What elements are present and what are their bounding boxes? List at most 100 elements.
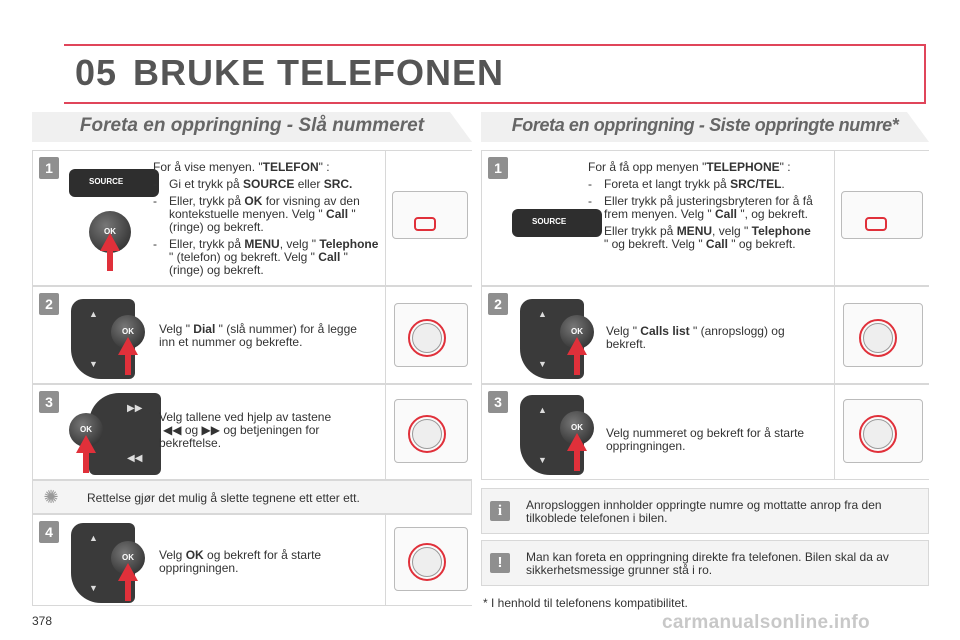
text-bold: Telephone — [319, 237, 379, 251]
text: for visning av den kontekstuelle menyen.… — [169, 194, 360, 221]
highlight-ring — [408, 415, 446, 453]
heading-corner — [450, 112, 472, 142]
step-number-badge: 1 — [488, 157, 508, 179]
text: og bekreft for å starte oppringningen. — [159, 548, 322, 575]
text: Eller, trykk på — [169, 194, 245, 208]
step-number-badge: 2 — [488, 293, 508, 315]
page-number: 378 — [32, 614, 53, 628]
left-section-heading-text: Foreta en oppringning - Slå nummeret — [79, 115, 425, 136]
forward-icon: ▶▶ — [127, 403, 143, 414]
exclamation-icon: ! — [490, 553, 510, 573]
step-number-badge: 3 — [488, 391, 508, 413]
info-note: i Anropsloggen innholder oppringte numre… — [481, 488, 929, 534]
down-icon: ▼ — [89, 359, 98, 369]
up-icon: ▲ — [538, 405, 547, 415]
text: " (ringe) og bekreft. — [169, 207, 356, 234]
step-number-badge: 2 — [39, 293, 59, 315]
text: " (ringe) og bekreft. — [169, 250, 348, 277]
left-step-3-text: Velg tallene ved hjelp av tastene ◀◀ og … — [159, 411, 369, 450]
highlight-ring — [414, 217, 436, 231]
down-icon: ▼ — [89, 583, 98, 593]
left-step-4: 4 ▲ ▼ OK Velg OK og bekreft for å starte… — [32, 514, 472, 606]
right-step-2-text: Velg " Calls list " (anropslogg) og bekr… — [606, 325, 806, 351]
step-number-badge: 4 — [39, 521, 59, 543]
text: " (anropslogg) og bekreft. — [606, 324, 785, 351]
text: Velg " — [159, 322, 194, 336]
left-step-3: 3 ▶▶ ◀◀ OK Velg tallene ved hjelp av tas… — [32, 384, 472, 480]
red-arrow-stem — [83, 449, 89, 473]
text: Velg " — [606, 324, 641, 338]
left-step-2-text: Velg " Dial " (slå nummer) for å legge i… — [159, 323, 359, 349]
text: Eller, trykk på — [169, 237, 245, 251]
lightbulb-icon: ✺ — [43, 487, 59, 507]
ok-label: OK — [122, 553, 134, 562]
ok-knob-image: OK — [560, 315, 594, 349]
dashboard-image — [385, 515, 472, 605]
text-bold: Call — [714, 207, 737, 221]
warning-note: ! Man kan foreta en oppringning direkte … — [481, 540, 929, 586]
red-arrow-icon — [118, 337, 138, 355]
highlight-ring — [865, 217, 887, 231]
up-icon: ▲ — [89, 533, 98, 543]
ok-label: OK — [571, 327, 583, 336]
header-frame — [64, 44, 926, 104]
ok-label: OK — [122, 327, 134, 336]
text-bold: OK — [244, 194, 263, 208]
right-step-3-text: Velg nummeret og bekreft for å starte op… — [606, 426, 805, 453]
text: Velg tallene ved hjelp av tastene — [159, 410, 332, 424]
text-bold: SRC/TEL — [730, 177, 782, 191]
dashboard-image — [385, 287, 472, 383]
text-bold: SRC. — [323, 177, 353, 191]
text-bold: MENU — [676, 224, 713, 238]
text-bold: MENU — [244, 237, 280, 251]
text: , velg " — [712, 224, 752, 238]
red-arrow-icon — [118, 563, 138, 581]
red-arrow-icon — [76, 435, 96, 453]
text-bold: Call — [326, 207, 349, 221]
source-button-image: SOURCE — [69, 169, 159, 197]
info-icon: i — [490, 501, 510, 521]
heading-corner — [907, 112, 929, 142]
text: Velg — [159, 548, 186, 562]
up-icon: ▲ — [89, 309, 98, 319]
tip-note: ✺ Rettelse gjør det mulig å slette tegne… — [32, 480, 472, 514]
text: " og bekreft. — [727, 237, 796, 251]
dashboard-image — [834, 151, 929, 285]
page-title: BRUKE TELEFONEN — [133, 52, 505, 93]
text: eller — [294, 177, 324, 191]
ok-label: OK — [571, 423, 583, 432]
left-step-2: 2 ▲ ▼ OK Velg " Dial " (slå nummer) for … — [32, 286, 472, 384]
ok-knob-image: OK — [89, 211, 131, 253]
dashboard-panel — [841, 191, 923, 239]
rewind-icon: ◀◀ — [127, 453, 143, 464]
ok-label: OK — [104, 227, 116, 236]
text: " : — [779, 160, 791, 174]
text-bold: Call — [318, 250, 341, 264]
footnote: * I henhold til telefonens kompatibilite… — [483, 596, 688, 610]
dashboard-image — [834, 287, 929, 383]
text-bold: Calls list — [640, 324, 690, 338]
right-step-1-text: For å få opp menyen "TELEPHONE" : -Foret… — [588, 160, 813, 251]
red-arrow-icon — [567, 337, 587, 355]
chapter-number: 05 — [75, 52, 118, 93]
text: og — [184, 423, 199, 437]
text: " (slå nummer) for å legge inn et nummer… — [159, 322, 357, 349]
text: Eller trykk på justeringsbryteren for å … — [604, 194, 813, 221]
right-step-2: 2 ▲ ▼ OK Velg " Calls list " (anropslogg… — [481, 286, 929, 384]
text: For å få opp menyen " — [588, 160, 707, 174]
source-button-label: SOURCE — [532, 217, 567, 226]
red-arrow-stem — [574, 447, 580, 471]
highlight-ring — [408, 319, 446, 357]
dashboard-image — [385, 385, 472, 479]
red-arrow-stem — [107, 249, 113, 271]
text: ", og bekreft. — [737, 207, 808, 221]
watermark: carmanualsonline.info — [662, 612, 870, 633]
highlight-ring — [859, 415, 897, 453]
text-bold: TELEFON — [262, 160, 319, 174]
text: Foreta et langt trykk på — [604, 177, 731, 191]
highlight-ring — [408, 543, 446, 581]
red-arrow-stem — [125, 577, 131, 601]
dashboard-panel — [392, 191, 468, 239]
info-text: Anropsloggen innholder oppringte numre o… — [526, 498, 882, 525]
warning-text: Man kan foreta en oppringning direkte fr… — [526, 550, 889, 577]
